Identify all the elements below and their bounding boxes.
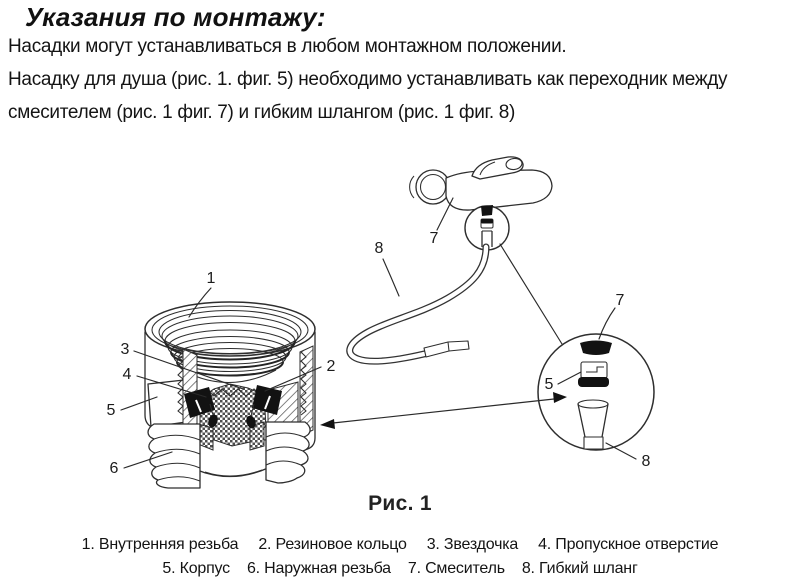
detail-adapter-body [578, 361, 609, 387]
figure-caption: Рис. 1 [368, 492, 432, 515]
internal-thread-rings [144, 301, 316, 384]
callout-6: 6 [110, 460, 119, 477]
callout-4: 4 [123, 366, 132, 383]
rubber-ring-seals [184, 385, 282, 429]
body-line-1: Насадки могут устанавливаться в любом мо… [8, 36, 567, 57]
legend-item-4: 4. Пропускное отверстие [538, 536, 719, 553]
adapter-cutaway-drawing [144, 301, 316, 489]
legend-item-6: 6. Наружная резьба [246, 560, 391, 577]
mixer-body [445, 169, 553, 211]
callout-8-hose: 8 [375, 240, 384, 257]
callout-7-mixer: 7 [430, 230, 439, 247]
parts-legend-row-1: 1. Внутренняя резьба 2. Резиновое кольцо… [0, 536, 800, 554]
mixer-outlet [481, 205, 493, 216]
callout-labels: 1 2 3 4 5 6 7 8 7 5 8 [107, 197, 651, 477]
external-thread [147, 421, 311, 489]
callout-8-detail: 8 [642, 453, 651, 470]
detail-link-line [499, 243, 563, 345]
callout-2: 2 [327, 358, 336, 375]
legend-item-3: 3. Звездочка [426, 536, 519, 553]
legend-item-8: 8. Гибкий шланг [521, 560, 638, 577]
page-title: Указания по монтажу: [25, 2, 326, 32]
magnify-arrow [320, 392, 567, 429]
callout-5: 5 [107, 402, 116, 419]
callout-5-detail: 5 [545, 376, 554, 393]
parts-legend-row-2: 5. Корпус 6. Наружная резьба 7. Смесител… [0, 560, 800, 578]
hose-nozzle-tip [423, 340, 470, 358]
callout-1: 1 [207, 270, 216, 287]
detail-circle-drawing [499, 243, 655, 451]
legend-item-1: 1. Внутренняя резьба [81, 536, 239, 553]
legend-item-7: 7. Смеситель [407, 560, 505, 577]
shower-mixer-drawing [409, 156, 553, 251]
callout-7-detail: 7 [616, 292, 625, 309]
adapter-in-place [480, 218, 494, 247]
body-line-3: смесителем (рис. 1 фиг. 7) и гибким шлан… [8, 102, 516, 123]
legend-item-5: 5. Корпус [162, 560, 230, 577]
legend-item-2: 2. Резиновое кольцо [258, 536, 407, 553]
detail-mixer-outlet [580, 340, 612, 355]
figure-1-drawing: 1 2 3 4 5 6 7 8 7 5 8 [107, 156, 655, 489]
star-washer [197, 383, 267, 451]
body-line-2: Насадку для душа (рис. 1. фиг. 5) необхо… [8, 69, 728, 90]
flexible-hose-drawing [346, 243, 490, 365]
callout-3: 3 [121, 341, 130, 358]
wall-escutcheon [415, 169, 451, 205]
detail-hose-connector [577, 399, 609, 450]
